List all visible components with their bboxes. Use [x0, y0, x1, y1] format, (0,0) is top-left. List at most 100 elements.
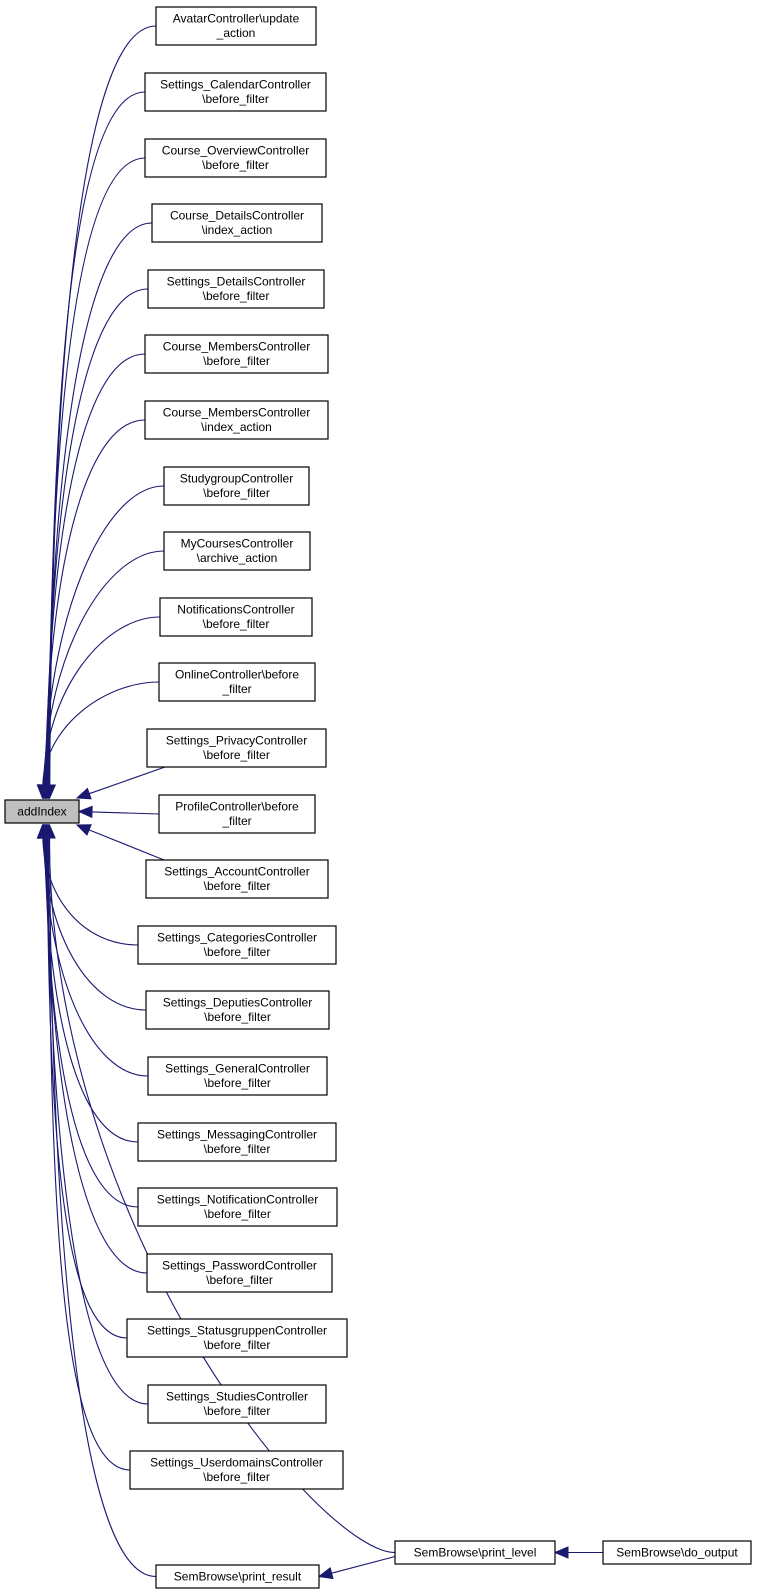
- node-n14[interactable]: Settings_AccountController\before_filter: [145, 859, 329, 899]
- node-label: AvatarController\update: [173, 12, 300, 26]
- node-n3[interactable]: Course_OverviewController\before_filter: [144, 138, 327, 178]
- node-label: NotificationsController: [177, 603, 294, 617]
- node-doOutput[interactable]: SemBrowse\do_output: [602, 1540, 752, 1565]
- node-box: [144, 400, 329, 440]
- node-label: Settings_DetailsController: [167, 275, 306, 289]
- edge-n12-to-addIndex: [75, 766, 166, 800]
- node-label: \index_action: [201, 420, 272, 434]
- node-box: [137, 1122, 337, 1162]
- node-label: \before_filter: [202, 92, 269, 106]
- node-box: [145, 859, 329, 899]
- edge-n11-to-addIndex-arrowhead: [36, 784, 50, 800]
- node-n13[interactable]: ProfileController\before_filter: [158, 794, 316, 834]
- edge-n12-to-addIndex-arrowhead: [75, 787, 92, 800]
- node-n1[interactable]: AvatarController\update_action: [155, 6, 317, 46]
- node-printResult[interactable]: SemBrowse\print_result: [155, 1564, 320, 1589]
- node-n20[interactable]: Settings_PasswordController\before_filte…: [146, 1253, 333, 1293]
- edge-doOutput-to-printLevel-arrowhead: [553, 1546, 569, 1559]
- node-label: SemBrowse\print_level: [414, 1545, 537, 1559]
- edge-n21-to-addIndex-line: [46, 837, 128, 1339]
- node-label: _filter: [221, 682, 251, 696]
- edge-n9-to-addIndex: [37, 550, 165, 800]
- edge-printResult-to-addIndex-line: [49, 837, 157, 1578]
- edge-n7-to-addIndex-line: [44, 419, 146, 786]
- node-box: [4, 799, 80, 824]
- edge-n13-to-addIndex: [77, 805, 160, 819]
- node-n2[interactable]: Settings_CalendarController\before_filte…: [144, 72, 327, 112]
- node-box: [155, 1564, 320, 1589]
- edge-printLevel-to-printResult: [317, 1555, 396, 1580]
- node-label: Course_OverviewController: [162, 144, 309, 158]
- edge-n13-to-addIndex-line: [91, 811, 160, 815]
- node-label: Settings_CalendarController: [160, 78, 311, 92]
- node-label: Settings_NotificationController: [157, 1193, 318, 1207]
- node-label: Course_MembersController: [163, 406, 310, 420]
- node-label: \before_filter: [203, 617, 270, 631]
- node-label: Settings_StudiesController: [166, 1390, 308, 1404]
- node-n21[interactable]: Settings_StatusgruppenController\before_…: [126, 1318, 348, 1358]
- node-label: Settings_PrivacyController: [166, 734, 307, 748]
- edge-n19-to-addIndex: [39, 823, 139, 1208]
- node-n5[interactable]: Settings_DetailsController\before_filter: [147, 269, 325, 309]
- edge-n15-to-addIndex-line: [42, 837, 139, 946]
- node-n19[interactable]: Settings_NotificationController\before_f…: [137, 1187, 338, 1227]
- node-label: StudygroupController: [180, 472, 293, 486]
- node-n22[interactable]: Settings_StudiesController\before_filter: [147, 1384, 327, 1424]
- node-label: \before_filter: [204, 879, 271, 893]
- edge-n10-to-addIndex: [37, 616, 161, 800]
- node-addIndex[interactable]: addIndex: [4, 799, 80, 824]
- node-label: addIndex: [17, 804, 66, 818]
- node-printLevel[interactable]: SemBrowse\print_level: [394, 1540, 556, 1565]
- node-n23[interactable]: Settings_UserdomainsController\before_fi…: [129, 1450, 344, 1490]
- edge-printLevel-to-addIndex-arrowhead: [43, 823, 56, 839]
- edge-n6-to-addIndex-line: [45, 353, 146, 786]
- node-n12[interactable]: Settings_PrivacyController\before_filter: [146, 728, 327, 768]
- node-n18[interactable]: Settings_MessagingController\before_filt…: [137, 1122, 337, 1162]
- node-n16[interactable]: Settings_DeputiesController\before_filte…: [145, 990, 330, 1030]
- node-n4[interactable]: Course_DetailsController\index_action: [151, 203, 323, 243]
- node-n6[interactable]: Course_MembersController\before_filter: [144, 334, 329, 374]
- edge-n23-to-addIndex-line: [47, 837, 131, 1471]
- node-label: \before_filter: [204, 1076, 271, 1090]
- node-label: Settings_CategoriesController: [157, 931, 317, 945]
- node-label: \before_filter: [202, 158, 269, 172]
- edge-n16-to-addIndex-line: [42, 837, 147, 1011]
- node-label: \archive_action: [197, 551, 278, 565]
- node-label: \before_filter: [204, 1142, 271, 1156]
- node-label: \before_filter: [203, 486, 270, 500]
- node-label: \before_filter: [203, 1470, 270, 1484]
- node-n15[interactable]: Settings_CategoriesController\before_fil…: [137, 925, 337, 965]
- node-label: \before_filter: [203, 748, 270, 762]
- node-label: OnlineController\before: [175, 668, 299, 682]
- node-label: \before_filter: [203, 289, 270, 303]
- edge-printLevel-to-printResult-line: [331, 1555, 396, 1574]
- edge-n2-to-addIndex-line: [48, 91, 146, 786]
- node-n17[interactable]: Settings_GeneralController\before_filter: [147, 1056, 328, 1096]
- nodes-layer: addIndex AvatarController\update_actionSe…: [4, 6, 752, 1589]
- node-label: _filter: [221, 814, 251, 828]
- node-box: [144, 334, 329, 374]
- node-label: Settings_MessagingController: [157, 1128, 317, 1142]
- node-n11[interactable]: OnlineController\before_filter: [158, 662, 316, 702]
- node-box: [147, 269, 325, 309]
- node-label: \before_filter: [204, 1404, 271, 1418]
- edge-n14-to-addIndex-arrowhead: [75, 824, 92, 836]
- edge-n4-to-addIndex-line: [47, 222, 153, 786]
- node-box: [155, 6, 317, 46]
- edges-layer: [36, 25, 603, 1580]
- edge-printLevel-to-printResult-arrowhead: [317, 1567, 334, 1580]
- node-n10[interactable]: NotificationsController\before_filter: [159, 597, 313, 637]
- node-box: [146, 1253, 333, 1293]
- edge-n6-to-addIndex: [39, 353, 146, 800]
- node-box: [129, 1450, 344, 1490]
- node-n9[interactable]: MyCoursesController\archive_action: [163, 531, 311, 571]
- node-label: \before_filter: [204, 945, 271, 959]
- node-n8[interactable]: StudygroupController\before_filter: [163, 466, 310, 506]
- edge-n17-to-addIndex-line: [43, 837, 149, 1077]
- node-box: [158, 794, 316, 834]
- node-label: _action: [216, 26, 256, 40]
- node-n7[interactable]: Course_MembersController\index_action: [144, 400, 329, 440]
- node-box: [151, 203, 323, 243]
- node-box: [137, 1187, 338, 1227]
